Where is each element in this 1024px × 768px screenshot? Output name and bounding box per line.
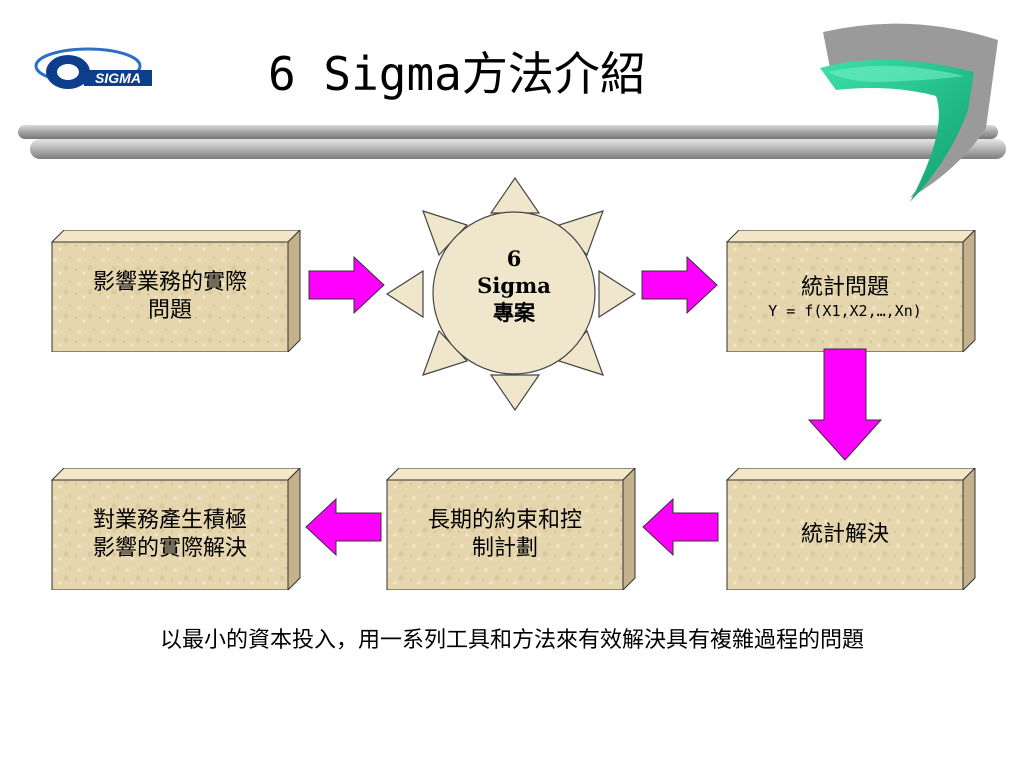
center-line: Sigma bbox=[477, 273, 551, 298]
center-line: 專案 bbox=[493, 300, 535, 325]
six-sigma-sun bbox=[385, 175, 645, 415]
header-bar-lower bbox=[30, 139, 1006, 159]
formula-text: Y = f(X1,X2,…,Xn) bbox=[768, 302, 922, 320]
header-bar-upper bbox=[18, 125, 998, 139]
box-control-plan: 長期的約束和控 制計劃 bbox=[385, 468, 657, 590]
boomerang-icon bbox=[818, 10, 1008, 205]
box-statistical-solution: 統計解決 bbox=[725, 468, 997, 590]
box-line: 影響業務的實際 bbox=[92, 270, 247, 295]
summary-text: 以最小的資本投入，用一系列工具和方法來有效解決具有複雜過程的問題 bbox=[159, 628, 864, 653]
box-line: 影響的實際解決 bbox=[92, 536, 247, 561]
box-business-impact: 對業務產生積極 影響的實際解決 bbox=[50, 468, 322, 590]
box-business-problem: 影響業務的實際 問題 bbox=[50, 230, 322, 352]
page-title: 6 Sigma方法介紹 bbox=[268, 47, 646, 101]
box-line: 制計劃 bbox=[471, 536, 538, 561]
logo-text: SIGMA bbox=[95, 70, 141, 86]
box-line: 對業務產生積極 bbox=[92, 508, 247, 533]
sigma-logo: SIGMA bbox=[30, 40, 160, 100]
box-statistical-problem: 統計問題 Y = f(X1,X2,…,Xn) bbox=[725, 230, 997, 352]
box-line: 問題 bbox=[147, 298, 192, 323]
box-line: 統計問題 bbox=[800, 275, 889, 300]
box-line: 長期的約束和控 bbox=[427, 508, 582, 533]
center-label: 6 Sigma 專案 bbox=[436, 245, 592, 326]
arrow-left-icon bbox=[304, 497, 382, 561]
arrow-down-icon bbox=[807, 348, 883, 466]
arrow-left-icon bbox=[641, 497, 719, 561]
arrow-right-icon bbox=[641, 255, 719, 319]
box-line: 統計解決 bbox=[800, 522, 889, 547]
center-line: 6 bbox=[506, 246, 522, 271]
arrow-right-icon bbox=[308, 255, 386, 319]
